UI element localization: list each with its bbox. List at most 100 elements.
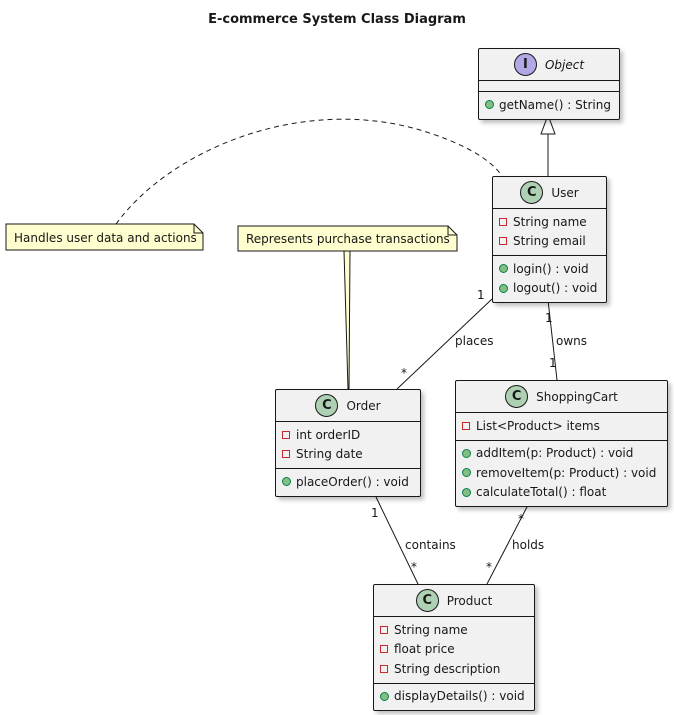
field-row: float price: [380, 640, 528, 660]
private-icon: [380, 645, 388, 654]
field-row: int orderID: [282, 425, 414, 445]
method-row: displayDetails() : void: [380, 687, 528, 707]
order-note-fold: [447, 226, 457, 236]
inheritance-arrowhead: [540, 113, 556, 135]
user-note-shape: [5, 223, 204, 251]
class-name: User: [551, 185, 579, 200]
fields-section: String name String email: [493, 208, 606, 255]
method-text: getName() : String: [499, 97, 611, 112]
class-product[interactable]: C Product String name float price String…: [373, 584, 535, 711]
field-text: String name: [394, 622, 468, 637]
order-note-shape: [237, 225, 458, 252]
class-badge-icon: C: [315, 394, 339, 417]
method-text: logout() : void: [513, 281, 598, 296]
user-note: Handles user data and actions: [6, 224, 205, 251]
class-badge-icon: C: [505, 385, 529, 408]
field-text: List<Product> items: [476, 418, 600, 433]
method-text: removeItem(p: Product) : void: [476, 465, 657, 480]
holds-from-mult: *: [518, 512, 524, 526]
fields-section: [479, 80, 619, 91]
user-note-link: [115, 118, 503, 225]
public-icon: [462, 448, 471, 458]
field-row: List<Product> items: [462, 416, 661, 436]
method-row: calculateTotal() : float: [462, 483, 661, 503]
fields-section: List<Product> items: [456, 412, 667, 440]
private-icon: [380, 625, 388, 634]
private-icon: [380, 664, 388, 673]
methods-section: displayDetails() : void: [374, 682, 534, 711]
order-note: Represents purchase transactions: [238, 226, 458, 252]
public-icon: [380, 691, 389, 701]
method-text: displayDetails() : void: [394, 689, 525, 704]
class-header: C Product: [374, 585, 534, 616]
places-label: places: [455, 334, 494, 348]
method-row: addItem(p: Product) : void: [462, 444, 661, 464]
field-row: String description: [380, 659, 528, 679]
holds-to-mult: *: [486, 560, 492, 574]
places-line: [396, 298, 493, 390]
class-user[interactable]: C User String name String email login() …: [492, 176, 607, 303]
class-badge-icon: C: [520, 181, 544, 204]
contains-from-mult: 1: [371, 506, 379, 520]
field-text: String date: [296, 447, 363, 462]
fields-section: String name float price String descripti…: [374, 616, 534, 683]
methods-section: addItem(p: Product) : void removeItem(p:…: [456, 439, 667, 507]
public-icon: [499, 283, 508, 293]
class-object[interactable]: I Object getName() : String: [478, 48, 620, 120]
method-text: calculateTotal() : float: [476, 485, 607, 500]
class-header: C ShoppingCart: [456, 381, 667, 412]
field-text: String description: [394, 661, 501, 676]
order-note-text: Represents purchase transactions: [246, 232, 450, 246]
method-row: placeOrder() : void: [282, 472, 414, 492]
contains-line: [375, 496, 419, 585]
holds-line: [486, 504, 529, 585]
method-text: addItem(p: Product) : void: [476, 446, 634, 461]
method-row: removeItem(p: Product) : void: [462, 463, 661, 483]
private-icon: [499, 217, 507, 226]
private-icon: [462, 421, 470, 430]
field-text: float price: [394, 642, 455, 657]
private-icon: [499, 237, 507, 246]
field-text: int orderID: [296, 427, 361, 442]
fields-section: int orderID String date: [276, 421, 420, 468]
methods-section: placeOrder() : void: [276, 468, 420, 496]
public-icon: [282, 477, 291, 487]
places-from-mult: 1: [477, 288, 485, 302]
class-name: Object: [544, 57, 585, 72]
user-note-text: Handles user data and actions: [14, 230, 197, 245]
field-row: String date: [282, 445, 414, 465]
user-note-fold: [193, 224, 203, 234]
class-header: I Object: [479, 49, 619, 80]
diagram-title: E-commerce System Class Diagram: [208, 12, 466, 27]
places-to-mult: *: [401, 366, 407, 380]
class-header: C Order: [276, 390, 420, 421]
public-icon: [499, 264, 508, 274]
class-name: ShoppingCart: [536, 389, 618, 404]
class-header: C User: [493, 177, 606, 208]
owns-line: [547, 299, 558, 381]
field-row: String name: [380, 620, 528, 640]
class-order[interactable]: C Order int orderID String date placeOrd…: [275, 389, 421, 497]
public-icon: [485, 100, 494, 110]
field-text: String name: [513, 214, 587, 229]
private-icon: [282, 450, 290, 459]
class-shoppingcart[interactable]: C ShoppingCart List<Product> items addIt…: [455, 380, 668, 507]
method-row: logout() : void: [499, 279, 600, 299]
field-row: String name: [499, 212, 600, 232]
field-text: String email: [513, 234, 586, 249]
method-row: login() : void: [499, 259, 600, 279]
owns-label: owns: [556, 334, 588, 348]
class-name: Order: [346, 398, 381, 413]
owns-from-mult: 1: [545, 311, 553, 325]
private-icon: [282, 430, 290, 439]
public-icon: [462, 468, 471, 478]
methods-section: getName() : String: [479, 91, 619, 119]
order-note-pointer: [343, 250, 351, 390]
public-icon: [462, 487, 471, 497]
method-text: placeOrder() : void: [296, 474, 409, 489]
class-badge-icon: C: [415, 589, 439, 612]
method-text: login() : void: [513, 261, 589, 276]
contains-to-mult: *: [411, 560, 417, 574]
class-name: Product: [446, 593, 493, 608]
